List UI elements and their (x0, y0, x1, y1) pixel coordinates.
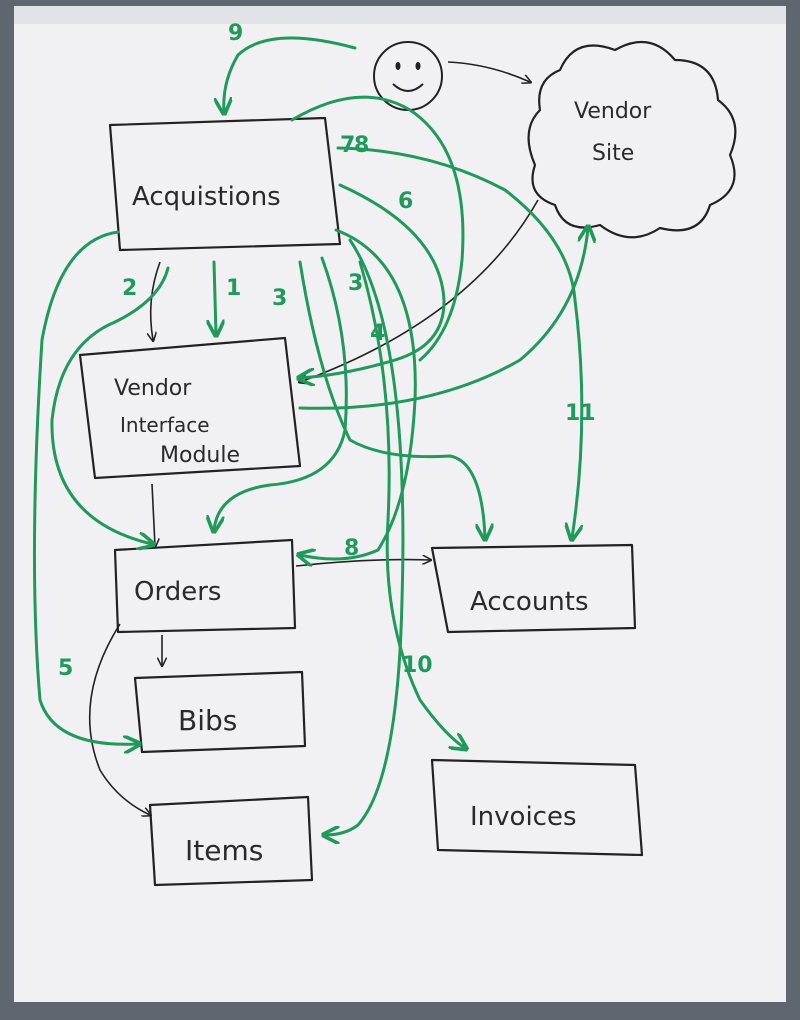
acquisitions-label: Acquistions (132, 182, 281, 212)
invoices-label: Invoices (470, 802, 577, 832)
orders-label: Orders (134, 577, 221, 607)
invoices-box (430, 758, 644, 857)
vendor-interface-label-1: Vendor (114, 376, 192, 401)
step-number-4: 4 (370, 321, 385, 346)
vendor-site-cloud (527, 40, 737, 239)
accounts-label: Accounts (470, 587, 589, 617)
bibs-box (133, 670, 307, 754)
orders-box (113, 538, 297, 634)
items-label: Items (185, 834, 263, 867)
green-arrows (32, 36, 588, 835)
step-number-11: 11 (565, 401, 596, 426)
step-number-8-mid: 8 (344, 536, 359, 561)
paper-fold-shadow (14, 6, 786, 24)
step-number-5: 5 (58, 656, 73, 681)
vendor-interface-label-2: Interface (120, 413, 210, 437)
step-number-8-top: 8 (354, 133, 369, 158)
step-number-2: 2 (122, 276, 137, 301)
step-number-3: 3 (272, 286, 287, 311)
step-number-6: 6 (398, 189, 413, 214)
step-number-7: 7 (340, 133, 355, 158)
acquisitions-box (108, 116, 342, 252)
step-number-9: 9 (228, 21, 243, 46)
vendor-site-label-2: Site (592, 141, 634, 166)
accounts-box (430, 543, 637, 634)
vendor-site-label-1: Vendor (574, 99, 652, 124)
vendor-interface-module-box (78, 336, 302, 480)
step-number-1: 1 (226, 276, 241, 301)
bibs-label: Bibs (178, 704, 237, 737)
step-numbers: 9 7 8 6 2 1 3 3 4 11 8 5 10 (58, 21, 596, 681)
step-number-3b: 3 (348, 271, 363, 296)
items-box (148, 795, 314, 887)
vendor-interface-label-3: Module (160, 443, 240, 468)
step-number-10: 10 (402, 653, 433, 678)
